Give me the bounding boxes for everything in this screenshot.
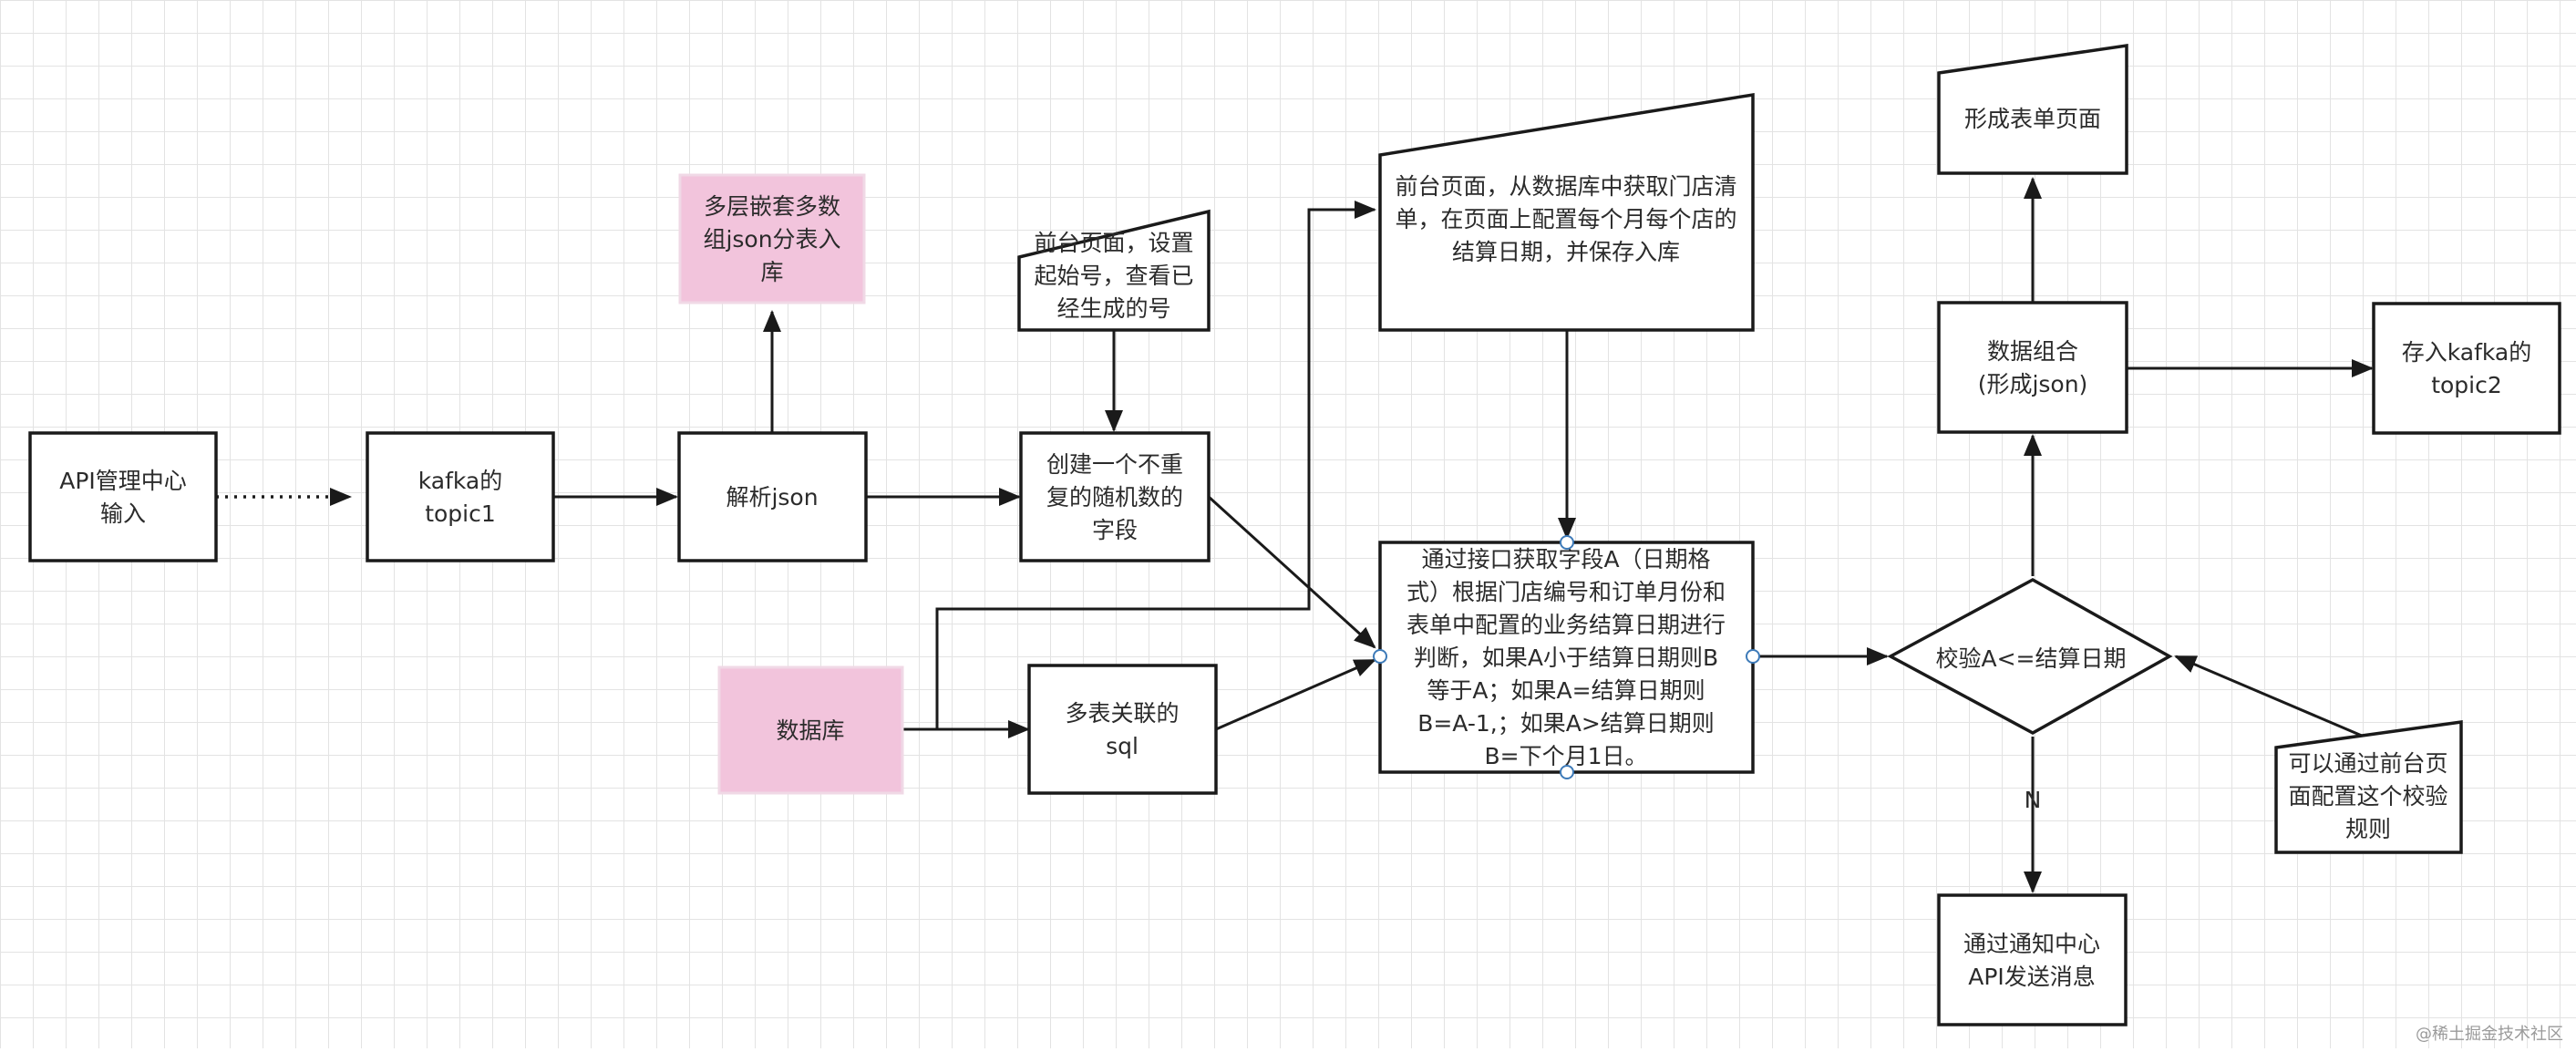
node-check-decision-text: 校验A<=结算日期 — [1936, 645, 2127, 672]
edge-rule-to-check — [2174, 655, 2369, 740]
node-label-line: 前台页面，从数据库中获取门店清 — [1395, 173, 1736, 200]
node-compute-field-text: 通过接口获取字段A（日期格式）根据门店编号和订单月份和表单中配置的业务结算日期进… — [1406, 546, 1726, 769]
node-label-line: 可以通过前台页 — [2288, 750, 2447, 777]
edge-db-to-store — [935, 201, 1376, 729]
node-kafka-topic2-text: 存入kafka的 topic2 — [2402, 339, 2532, 398]
watermark-text: @稀土掘金技术社区 — [2416, 1025, 2563, 1044]
node-label-line: topic1 — [425, 500, 496, 527]
node-label-line: 解析json — [726, 484, 818, 511]
node-compute-field[interactable]: 通过接口获取字段A（日期格式）根据门店编号和订单月份和表单中配置的业务结算日期进… — [1373, 535, 1760, 779]
node-notify-api[interactable]: 通过通知中心 API发送消息 — [1937, 893, 2128, 1026]
node-label-line: 数据库 — [776, 717, 844, 744]
node-parse-json-text: 解析json — [726, 484, 818, 511]
node-label-line: 形成表单页面 — [1964, 106, 2101, 132]
port-top[interactable] — [1560, 535, 1574, 550]
node-label-line: 存入kafka的 — [2402, 339, 2532, 366]
node-label-line: 表单中配置的业务结算日期进行 — [1406, 612, 1726, 638]
port-bottom[interactable] — [1560, 765, 1574, 779]
node-label-line: 单，在页面上配置每个月每个店的 — [1395, 206, 1736, 232]
node-label-line: 规则 — [2345, 816, 2391, 842]
node-label-line: 字段 — [1092, 517, 1138, 543]
node-label-line: sql — [1106, 733, 1139, 759]
node-multi-table-sql-text: 多表关联的 sql — [1065, 700, 1179, 759]
node-label-line: 多层嵌套多数 — [704, 193, 840, 220]
node-label-line: API发送消息 — [1968, 964, 2096, 990]
node-parse-json[interactable]: 解析json — [677, 431, 868, 562]
node-label-line: 组json分表入 — [703, 226, 840, 253]
node-label-line: 多表关联的 — [1065, 700, 1179, 727]
node-label-line: 复的随机数的 — [1046, 484, 1183, 511]
node-multi-table-sql[interactable]: 多表关联的 sql — [1027, 664, 1218, 795]
node-label-line: 式）根据门店编号和订单月份和 — [1406, 579, 1726, 605]
edge-random-to-compute — [1207, 495, 1376, 649]
node-database[interactable]: 数据库 — [717, 665, 904, 795]
node-kafka-topic1[interactable]: kafka的 topic1 — [366, 431, 555, 562]
node-kafka-topic2[interactable]: 存入kafka的 topic2 — [2372, 302, 2561, 435]
node-label-line: 前台页面，设置 — [1034, 230, 1193, 256]
node-database-text: 数据库 — [776, 717, 844, 744]
port-right[interactable] — [1746, 649, 1760, 664]
node-assemble-data-text: 数据组合 (形成json) — [1978, 338, 2088, 397]
node-label-line: topic2 — [2431, 372, 2502, 398]
node-label-line: 数据组合 — [1987, 338, 2078, 365]
node-label-line: 通过通知中心 — [1963, 931, 2100, 957]
node-label-line: 起始号，查看已 — [1034, 263, 1193, 289]
port-left[interactable] — [1373, 649, 1387, 664]
node-form-page[interactable]: 形成表单页面 — [1937, 43, 2128, 175]
node-label-line: 通过接口获取字段A（日期格 — [1421, 546, 1710, 572]
node-label-line: 输入 — [100, 500, 146, 527]
node-check-decision[interactable]: 校验A<=结算日期 — [1887, 578, 2173, 735]
node-label-line: 等于A；如果A=结算日期则 — [1427, 677, 1705, 704]
edge-label-no: N — [2025, 787, 2042, 813]
node-label-line: (形成json) — [1978, 371, 2088, 397]
node-label-line: B=A-1,；如果A>结算日期则 — [1417, 710, 1715, 737]
node-label-line: kafka的 — [418, 468, 503, 494]
node-label-line: 经生成的号 — [1056, 295, 1170, 322]
node-label-line: 校验A<=结算日期 — [1936, 645, 2127, 672]
node-label-line: 面配置这个校验 — [2288, 783, 2447, 810]
edge-sql-to-compute — [1215, 658, 1376, 731]
node-label-line: API管理中心 — [59, 468, 187, 494]
connectors — [216, 177, 2374, 893]
node-label-line: 库 — [760, 259, 783, 285]
node-label-line: 判断，如果A小于结算日期则B — [1414, 645, 1718, 671]
node-kafka-topic1-text: kafka的 topic1 — [418, 468, 503, 527]
node-assemble-data[interactable]: 数据组合 (形成json) — [1937, 301, 2128, 434]
node-label-line: 结算日期，并保存入库 — [1452, 239, 1680, 265]
node-label-line: 创建一个不重 — [1046, 451, 1183, 478]
node-form-page-text: 形成表单页面 — [1964, 106, 2101, 132]
node-notify-api-text: 通过通知中心 API发送消息 — [1963, 931, 2100, 990]
